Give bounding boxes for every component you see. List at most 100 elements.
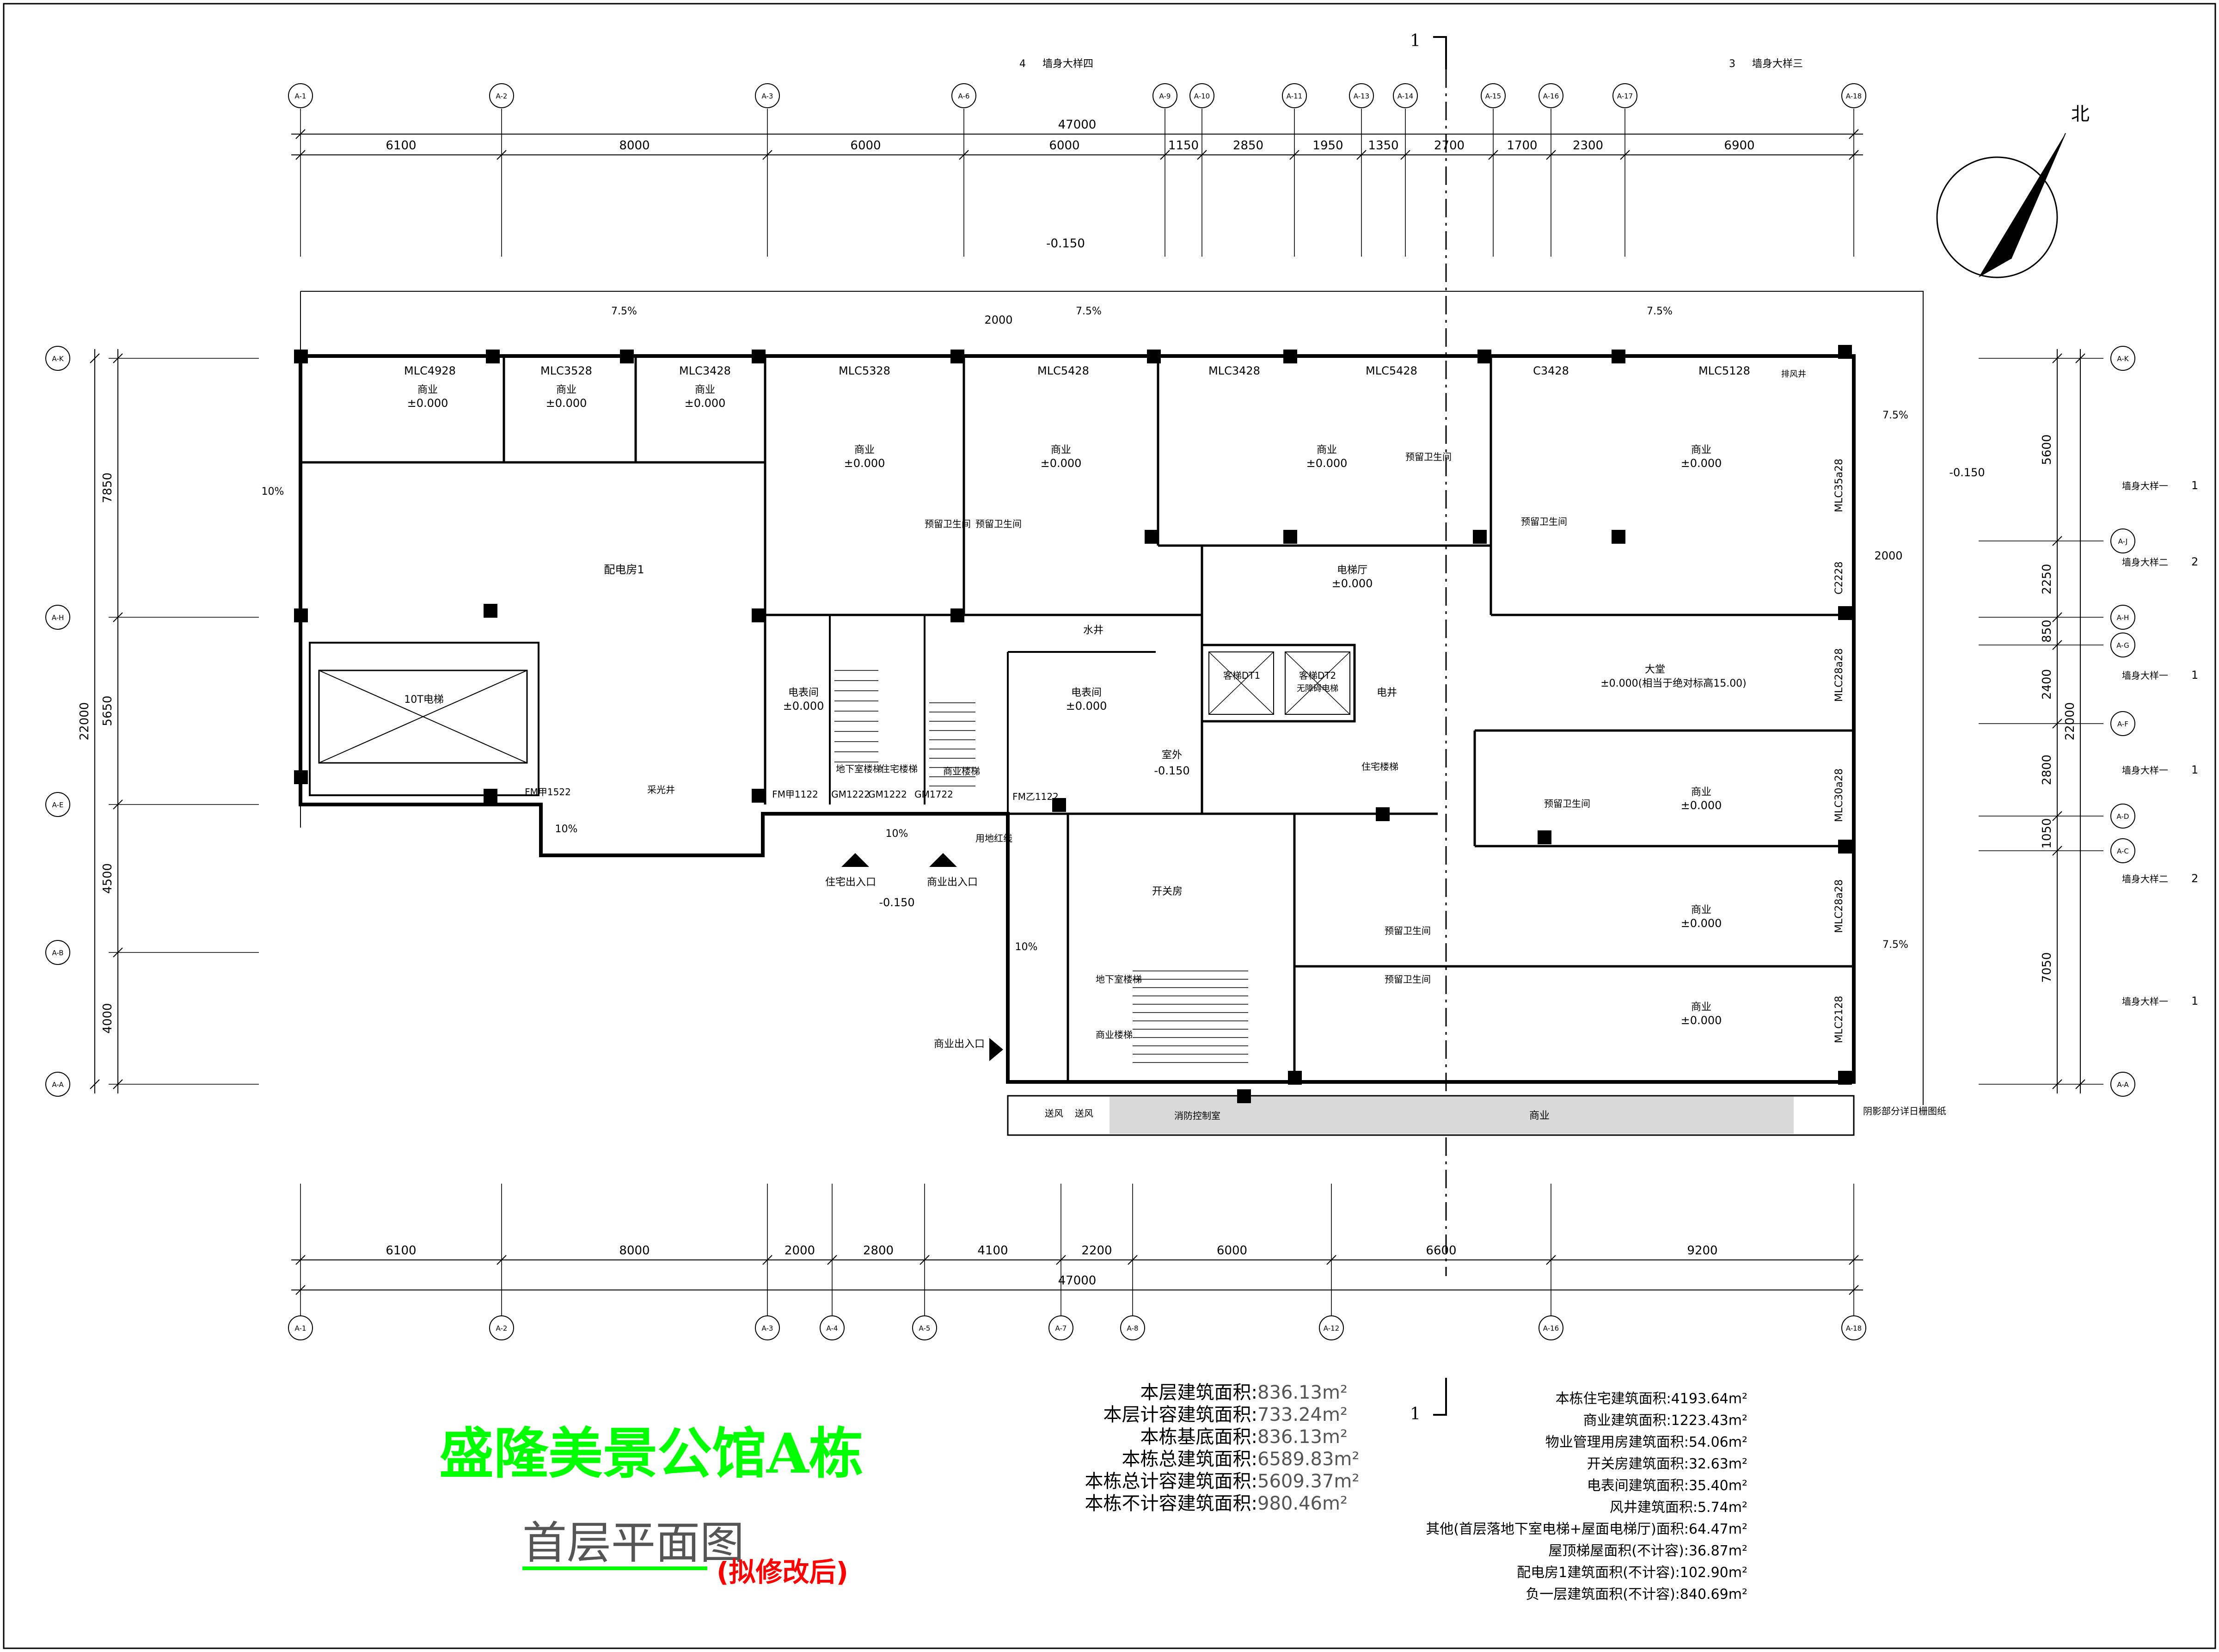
- floor-level: ±0.000: [844, 457, 885, 470]
- room-label: 地下室楼梯: [836, 763, 882, 774]
- detail-ref-text: 墙身大样二: [2122, 873, 2168, 884]
- entrance-label: 商业出入口: [934, 1038, 985, 1050]
- room-label: 排风井: [1781, 369, 1806, 379]
- grid-bubble: [45, 346, 70, 371]
- dimension-text: 7850: [101, 473, 115, 503]
- grid-label: A-A: [2117, 1081, 2129, 1089]
- dimension-text: 4000: [101, 1003, 115, 1033]
- door-tag: GM1222: [831, 789, 870, 800]
- dimension-tick: [2052, 1079, 2062, 1089]
- door-tag: FM甲1122: [772, 789, 818, 800]
- window-tag: MLC35a28: [1833, 459, 1845, 512]
- north-label: 北: [2071, 104, 2090, 125]
- window-tag: MLC2128: [1833, 996, 1845, 1044]
- detail-ref-text: 墙身大样一: [2122, 480, 2168, 491]
- area-label: 本栋基底面积:: [1140, 1426, 1257, 1448]
- area-value: 980.46m²: [1257, 1493, 1348, 1514]
- grid-bubble: [1048, 1315, 1073, 1340]
- area-line: 配电房1建筑面积(不计容):102.90m²: [1517, 1565, 1747, 1581]
- grid-label: A-18: [1846, 1324, 1862, 1333]
- dimension-tick: [1128, 1255, 1138, 1265]
- grid-bubble: [2110, 528, 2135, 553]
- room-label: 预留卫生间: [975, 518, 1022, 529]
- area-value: 733.24m²: [1257, 1404, 1348, 1425]
- window-tag: MLC30a28: [1833, 768, 1845, 822]
- structural-column: [1145, 530, 1159, 544]
- grid-label: A-H: [52, 614, 64, 622]
- grid-bubble: [489, 1315, 514, 1340]
- window-tag: MLC5428: [1037, 364, 1089, 377]
- detail-ref-num: 1: [2191, 995, 2198, 1007]
- grid-bubble: [1282, 83, 1307, 108]
- sheet-border: [3, 3, 2216, 1649]
- dimension-tick: [2075, 1079, 2085, 1089]
- dimension-text: 1150: [1168, 139, 1199, 153]
- grid-label: A-3: [762, 92, 773, 100]
- grid-label: A-C: [2117, 847, 2129, 855]
- area-line: 风井建筑面积:5.74m²: [1610, 1499, 1747, 1516]
- structural-column: [294, 350, 308, 363]
- structural-column: [294, 770, 308, 784]
- area-value: 6589.83m²: [1257, 1449, 1359, 1470]
- room-label: 商业楼梯: [943, 766, 980, 777]
- room-label: 住宅楼梯: [881, 763, 918, 774]
- dimension-text: 2000: [1874, 549, 1902, 562]
- grid-bubble: [45, 1072, 70, 1097]
- floor-level: ±0.000: [1332, 577, 1373, 590]
- dimension-text: 2800: [2040, 755, 2054, 785]
- window-tag: MLC28a28: [1833, 648, 1845, 702]
- area-label: 本栋总计容建筑面积:: [1085, 1471, 1257, 1492]
- dimension-text: 22000: [78, 702, 92, 741]
- dimension-text: 6100: [386, 1244, 416, 1258]
- dimension-text: 2000: [785, 1244, 815, 1258]
- structural-column: [1838, 840, 1852, 854]
- dimension-tick: [2075, 353, 2085, 363]
- grid-label: A-7: [1055, 1324, 1067, 1333]
- room-label: 送风: [1075, 1108, 1093, 1119]
- window-tag: MLC3428: [1208, 364, 1260, 377]
- dimension-text: 6100: [386, 139, 416, 153]
- revision-note: (拟修改后): [717, 1556, 848, 1588]
- dimension-text: 6000: [850, 139, 881, 153]
- slope-tag: 10%: [262, 486, 284, 497]
- dimension-tick: [497, 1255, 507, 1265]
- dimension-text: 5650: [101, 695, 115, 726]
- door-tag: GM1722: [914, 789, 953, 800]
- room-label: 预留卫生间: [1521, 516, 1567, 527]
- grid-label: A-H: [2117, 614, 2129, 622]
- structural-column: [950, 350, 964, 363]
- detail-ref-num: 3: [1729, 58, 1735, 70]
- room-label: 地下室楼梯: [1096, 974, 1142, 985]
- room-label: 客梯DT2: [1299, 670, 1336, 681]
- dimension-tick: [2052, 536, 2062, 546]
- slope-tag: 7.5%: [611, 306, 637, 317]
- section-label-top: 1: [1410, 31, 1421, 50]
- detail-ref-num: 4: [1019, 58, 1026, 70]
- dimension-text: 6900: [1724, 139, 1754, 153]
- room-label: 商业楼梯: [1096, 1029, 1133, 1040]
- structural-column: [1473, 530, 1487, 544]
- room-label: 客梯DT1: [1223, 670, 1260, 681]
- slope-tag: 7.5%: [1882, 939, 1908, 951]
- grid-label: A-D: [2117, 812, 2129, 821]
- entrance-label: 商业出入口: [927, 877, 978, 888]
- room-label: 预留卫生间: [1544, 798, 1590, 809]
- structural-column: [484, 604, 497, 618]
- note-text: 阴影部分详日栅图纸: [1863, 1105, 1946, 1117]
- dimension-text: 8000: [619, 139, 650, 153]
- grid-bubble: [1393, 83, 1418, 108]
- window-tag: MLC3428: [679, 364, 731, 377]
- dimension-text: 5600: [2040, 434, 2054, 465]
- dimension-text: 1700: [1507, 139, 1537, 153]
- dimension-text: 6600: [1426, 1244, 1456, 1258]
- grid-bubble: [2110, 605, 2135, 630]
- area-label: 本层计容建筑面积:: [1103, 1404, 1257, 1425]
- floor-level: -0.150: [1154, 764, 1189, 777]
- dimension-text: 1050: [2040, 818, 2054, 848]
- dimension-text: 2400: [2040, 669, 2054, 700]
- dimension-text: 47000: [1058, 1274, 1097, 1288]
- dimension-tick: [1056, 1255, 1066, 1265]
- grid-label: A-A: [52, 1081, 64, 1089]
- dimension-text: 2300: [1573, 139, 1603, 153]
